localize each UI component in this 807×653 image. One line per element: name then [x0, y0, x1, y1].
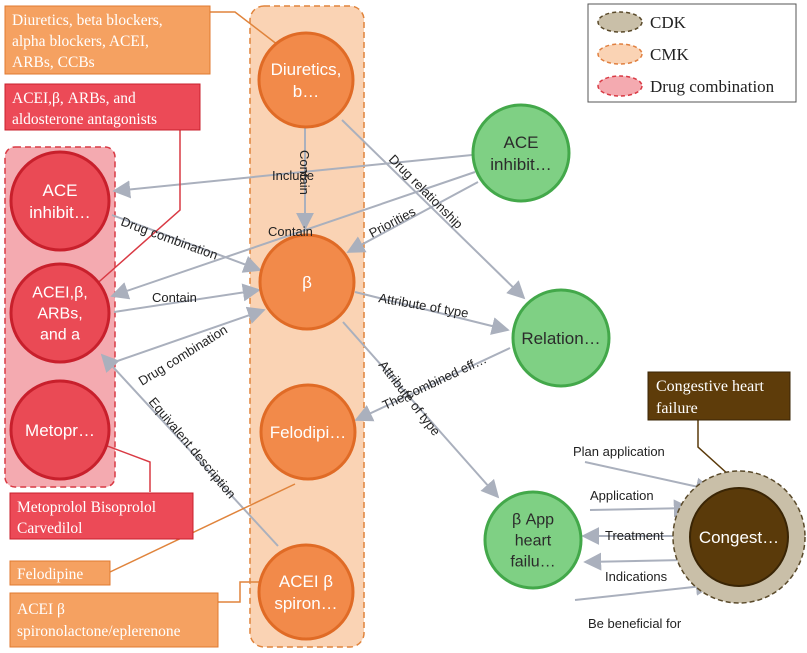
- edge-ace-green-to-ace-red: [112, 154, 473, 199]
- edges: [100, 119, 714, 601]
- edge-label-plan-application: Plan application: [573, 444, 665, 459]
- edge-acei-combo-to-beta-lower: [105, 306, 266, 366]
- node-metopr-label: Metopr…: [25, 421, 95, 440]
- node-diuretics-label: Diuretics,b…: [271, 60, 342, 101]
- node-felodipine[interactable]: Felodipi…: [259, 383, 357, 481]
- node-beta-label: β: [302, 273, 312, 292]
- edge-label-attribute-of-type-1: Attribute of type: [377, 290, 469, 321]
- legend-cmk-label: CMK: [650, 45, 689, 64]
- legend: CDK CMK Drug combination: [587, 3, 797, 103]
- edge-indications: [583, 552, 686, 571]
- edge-ace-green-to-acei-combo: [110, 171, 476, 300]
- legend-cmk-swatch: [597, 43, 643, 65]
- legend-drug-combination-label: Drug combination: [650, 77, 775, 96]
- node-relation[interactable]: Relation…: [511, 288, 611, 388]
- legend-drug-combination-swatch: [597, 75, 643, 97]
- edge-label-drug-combination-2: Drug combination: [136, 322, 230, 389]
- node-acei-combo-label: ACEI,β,ARBs,and a: [32, 285, 87, 344]
- node-felodipine-label: Felodipi…: [270, 423, 347, 442]
- node-congest-label: Congest…: [699, 528, 779, 547]
- edge-label-treatment: Treatment: [605, 528, 664, 543]
- node-acei-combo[interactable]: ACEI,β,ARBs,and a: [9, 262, 111, 364]
- edge-label-include: Include: [272, 168, 314, 183]
- edge-acei-combo-to-beta: [113, 283, 261, 313]
- edge-ace-red-to-beta: [111, 214, 262, 273]
- node-relation-label: Relation…: [521, 329, 600, 348]
- node-congest[interactable]: Congest…: [672, 470, 806, 604]
- edge-label-application: Application: [590, 488, 654, 503]
- callout-boxes: Diuretics, beta blockers,alpha blockers,…: [4, 5, 791, 648]
- edge-application: [589, 499, 692, 518]
- node-diuretics[interactable]: Diuretics,b…: [257, 31, 355, 129]
- edge-relation-to-felodipine: [354, 347, 511, 422]
- callout-diuretics: Diuretics, beta blockers,alpha blockers,…: [4, 5, 211, 75]
- edge-label-drug-combination-1: Drug combination: [119, 214, 220, 263]
- edge-label-be-beneficial-for: Be beneficial for: [588, 616, 682, 631]
- edge-be-beneficial-for: [574, 577, 714, 601]
- edge-plan-application: [584, 461, 714, 496]
- callout-felodipine-text: Felodipine: [17, 566, 83, 583]
- edge-ace-green-to-beta: [346, 181, 479, 253]
- edge-label-contain-upper: Contain: [268, 224, 313, 239]
- node-metopr[interactable]: Metopr…: [9, 379, 111, 481]
- edge-label-indications: Indications: [605, 569, 668, 584]
- callout-felodipine: Felodipine: [9, 560, 111, 586]
- edge-spiron-to-acei-combo: [100, 353, 279, 547]
- callout-diuretics-text: Diuretics, beta blockers,alpha blockers,…: [12, 12, 163, 71]
- legend-cdk-label: CDK: [650, 13, 687, 32]
- edge-label-contain-mid: Contain: [152, 290, 197, 305]
- edge-label-contain-vertical: Contain: [297, 150, 312, 195]
- legend-cdk-swatch: [597, 11, 643, 33]
- edge-diuretics-to-relation: [341, 119, 526, 300]
- node-beta[interactable]: β: [258, 233, 356, 331]
- edge-beta-to-relation: [354, 291, 510, 335]
- edge-beta-to-beta-app: [342, 321, 500, 499]
- edge-labels: Include Contain Contain Drug relationshi…: [119, 150, 682, 631]
- edge-label-equivalent-description: Equivalent description: [146, 394, 239, 501]
- edge-label-priorities: Priorities: [366, 203, 418, 240]
